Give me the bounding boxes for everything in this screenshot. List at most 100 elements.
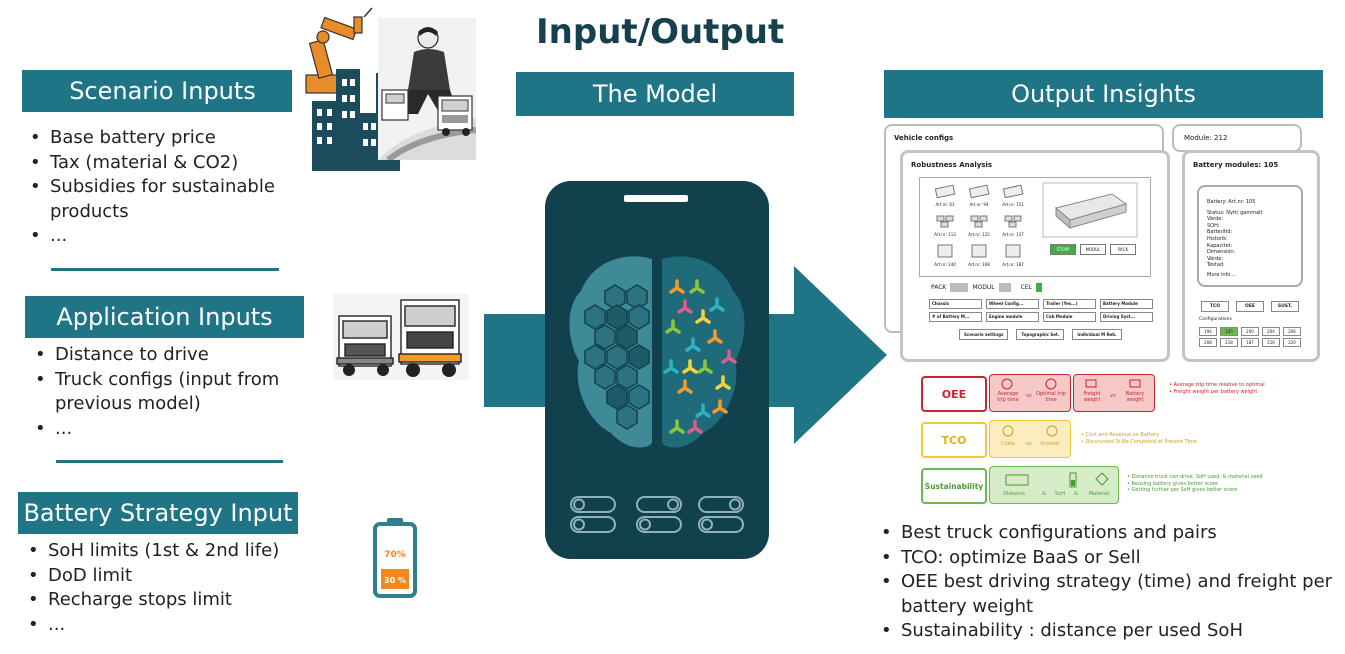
divider xyxy=(56,460,283,463)
tab-item[interactable]: Driving Syst... xyxy=(1100,312,1153,322)
application-inputs-list: Distance to drive Truck configs (input f… xyxy=(29,343,299,441)
tab-item[interactable]: Engine module xyxy=(986,312,1039,322)
sustainability-kpi-row: Sustainability Distance & SoH & Material… xyxy=(921,466,1321,504)
trucks-illustration xyxy=(333,294,469,380)
config-cell[interactable]: 216 xyxy=(1262,338,1280,347)
battery-module-image xyxy=(1042,182,1138,238)
module-cell[interactable]: Art.nr: 113 xyxy=(930,213,960,241)
model-phone-illustration xyxy=(545,181,769,559)
config-cell[interactable]: 220 xyxy=(1283,338,1301,347)
battery-strategy-heading: Battery Strategy Input xyxy=(18,492,298,534)
module-cell[interactable]: Art.nr: 137 xyxy=(998,213,1028,241)
tco-label-box: TCO xyxy=(921,422,987,458)
config-cell[interactable]: 200 xyxy=(1241,327,1259,336)
tco-kpi-row: TCO Costs vs Income • Cost and Revenue o… xyxy=(921,420,1321,458)
cel-label: CEL xyxy=(1020,284,1032,291)
robustness-panel: Robustness Analysis Art.nr: 63 Art.nr: 9… xyxy=(900,150,1170,362)
module-cell[interactable]: Art.nr: 168 xyxy=(964,243,994,271)
module-cell[interactable]: Art.nr: 187 xyxy=(998,243,1028,271)
divider xyxy=(51,268,279,271)
config-cell[interactable]: 187 xyxy=(1241,338,1259,347)
module-grid: Art.nr: 63 Art.nr: 94 Art.nr: 151 Art.nr… xyxy=(930,183,1030,271)
battery-level-top: 70% xyxy=(384,550,406,560)
sustainability-label-box: Sustainability xyxy=(921,468,987,504)
tab-item[interactable]: Wheel Config... xyxy=(986,299,1039,309)
module-cell[interactable]: Art.nr: 140 xyxy=(930,243,960,271)
list-item: Sustainability : distance per used SoH xyxy=(875,619,1335,644)
pack-button[interactable]: PACK xyxy=(1110,244,1136,255)
oee-notes: • Average trip time relative to optimal … xyxy=(1169,382,1265,395)
battery-level-bottom: 30 % xyxy=(384,576,406,585)
sustainability-box: Distance & SoH & Material xyxy=(989,466,1119,504)
tab-item[interactable]: Cab Module xyxy=(1043,312,1096,322)
list-item: Truck configs (input from previous model… xyxy=(29,368,299,417)
list-item: Base battery price xyxy=(24,126,294,151)
modul-label: MODUL xyxy=(972,284,995,291)
battery-strategy-list: SoH limits (1st & 2nd life) DoD limit Re… xyxy=(22,539,322,637)
scenario-inputs-heading: Scenario Inputs xyxy=(22,70,303,112)
modul-button[interactable]: MODUL xyxy=(1080,244,1106,255)
battery-modules-panel: Battery modules: 105 Battery: Art.nr: 10… xyxy=(1182,150,1320,362)
sust-tab[interactable]: SUST. xyxy=(1271,301,1299,312)
robustness-inner: Art.nr: 63 Art.nr: 94 Art.nr: 151 Art.nr… xyxy=(919,177,1151,277)
config-grid: 194 105 200 204 206 208 218 187 216 220 xyxy=(1199,327,1301,347)
tco-tab[interactable]: TCO xyxy=(1201,301,1229,312)
tab-item[interactable]: Topographic Set. xyxy=(1016,329,1065,340)
list-item: ... xyxy=(22,613,322,638)
module-cell[interactable]: Art.nr: 125 xyxy=(964,213,994,241)
output-screens: Vehicle configs Module: 212 Robustness A… xyxy=(884,124,1320,364)
oee-time-box: Average trip time vs Optimal trip time xyxy=(989,374,1071,412)
battery-strategy-heading-text: Battery Strategy Input xyxy=(23,499,293,527)
sustainability-notes: • Distance truck can drive, SoH used, & … xyxy=(1127,474,1263,493)
tab-item[interactable]: # of Battery M... xyxy=(929,312,982,322)
stopp-button[interactable]: STOPP xyxy=(1050,244,1076,255)
config-cell[interactable]: 105 xyxy=(1220,327,1238,336)
battery-icon: 70% 30 % xyxy=(373,518,417,598)
oee-tab[interactable]: OEE xyxy=(1236,301,1264,312)
output-heading: Output Insights xyxy=(884,70,1323,118)
config-cell[interactable]: 204 xyxy=(1262,327,1280,336)
list-item: DoD limit xyxy=(22,564,322,589)
oee-label-box: OEE xyxy=(921,376,987,412)
output-insights-list: Best truck configurations and pairs TCO:… xyxy=(875,521,1335,644)
robustness-title: Robustness Analysis xyxy=(911,161,993,169)
config-cell[interactable]: 194 xyxy=(1199,327,1217,336)
tab-item[interactable]: Scenario settings xyxy=(959,329,1009,340)
list-item: Tax (material & CO2) xyxy=(24,151,294,176)
list-item: Subsidies for sustainable products xyxy=(24,175,294,224)
module-title: Module: 212 xyxy=(1184,134,1228,142)
list-item: Distance to drive xyxy=(29,343,299,368)
tab-item[interactable]: Battery Module xyxy=(1100,299,1153,309)
kpi-button-row: TCO OEE SUST. xyxy=(1201,301,1299,312)
model-heading: The Model xyxy=(516,72,794,116)
list-item: OEE best driving strategy (time) and fre… xyxy=(875,570,1335,619)
tco-cost-box: Costs vs Income xyxy=(989,420,1071,458)
list-item: Best truck configurations and pairs xyxy=(875,521,1335,546)
tco-notes: • Cost and Revenue on Battery • Discount… xyxy=(1081,432,1197,445)
settings-row: Scenario settings Topographic Set. Indiv… xyxy=(959,329,1122,340)
scenario-inputs-heading-text: Scenario Inputs xyxy=(69,77,256,105)
module-cell[interactable]: Art.nr: 94 xyxy=(964,183,994,211)
list-item: ... xyxy=(24,224,294,249)
model-heading-text: The Model xyxy=(592,80,718,108)
tab-item[interactable]: Individual M Reb. xyxy=(1072,329,1122,340)
module-cell[interactable]: Art.nr: 151 xyxy=(998,183,1028,211)
application-inputs-heading: Application Inputs xyxy=(25,296,304,338)
config-cell[interactable]: 218 xyxy=(1220,338,1238,347)
oee-kpi-row: OEE Average trip time vs Optimal trip ti… xyxy=(921,374,1321,412)
module-panel: Module: 212 xyxy=(1172,124,1302,152)
configurations-label: Configurations xyxy=(1199,317,1232,322)
list-item: Recharge stops limit xyxy=(22,588,322,613)
config-cell[interactable]: 208 xyxy=(1199,338,1217,347)
config-cell[interactable]: 206 xyxy=(1283,327,1301,336)
list-item: SoH limits (1st & 2nd life) xyxy=(22,539,322,564)
pack-label: PACK xyxy=(931,284,947,291)
battery-modules-title: Battery modules: 105 xyxy=(1193,161,1279,169)
pack-modul-cel-row: PACK MODUL CEL xyxy=(931,283,1042,292)
list-item: TCO: optimize BaaS or Sell xyxy=(875,546,1335,571)
vehicle-configs-title: Vehicle configs xyxy=(894,134,954,142)
tab-item[interactable]: Chassis xyxy=(929,299,982,309)
module-cell[interactable]: Art.nr: 63 xyxy=(930,183,960,211)
tab-item[interactable]: Trailer (Yes...) xyxy=(1043,299,1096,309)
list-item: ... xyxy=(29,417,299,442)
